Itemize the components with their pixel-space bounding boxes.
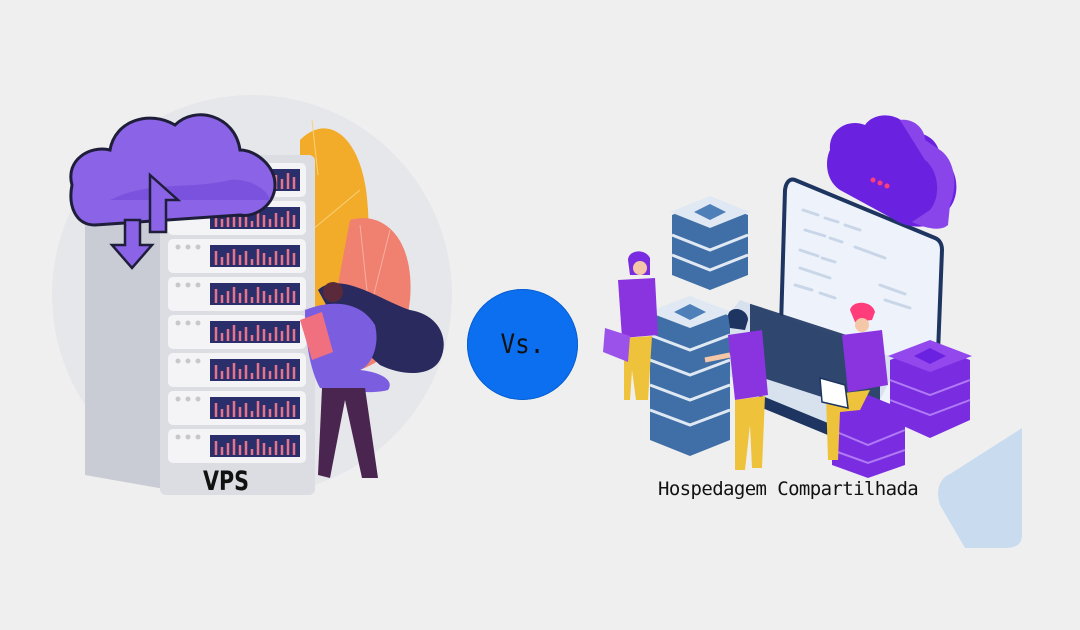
- versus-badge: Vs.: [467, 289, 578, 400]
- blue-server-stack-top: [670, 196, 750, 290]
- versus-label: Vs.: [500, 329, 545, 360]
- shared-hosting-label: Hospedagem Compartilhada: [658, 478, 919, 500]
- person-man-laptop: [819, 302, 888, 460]
- woman-body: [305, 303, 390, 393]
- vps-label: VPS: [203, 466, 249, 497]
- purple-server-stack-right: [888, 340, 972, 438]
- person-man-server: [704, 308, 768, 470]
- person-woman-folder: [603, 251, 658, 400]
- purple-server-stack-small: [831, 395, 906, 478]
- keyboard: [750, 303, 880, 416]
- corner-decoration: [938, 428, 1022, 548]
- blue-server-stack-tall: [648, 296, 732, 456]
